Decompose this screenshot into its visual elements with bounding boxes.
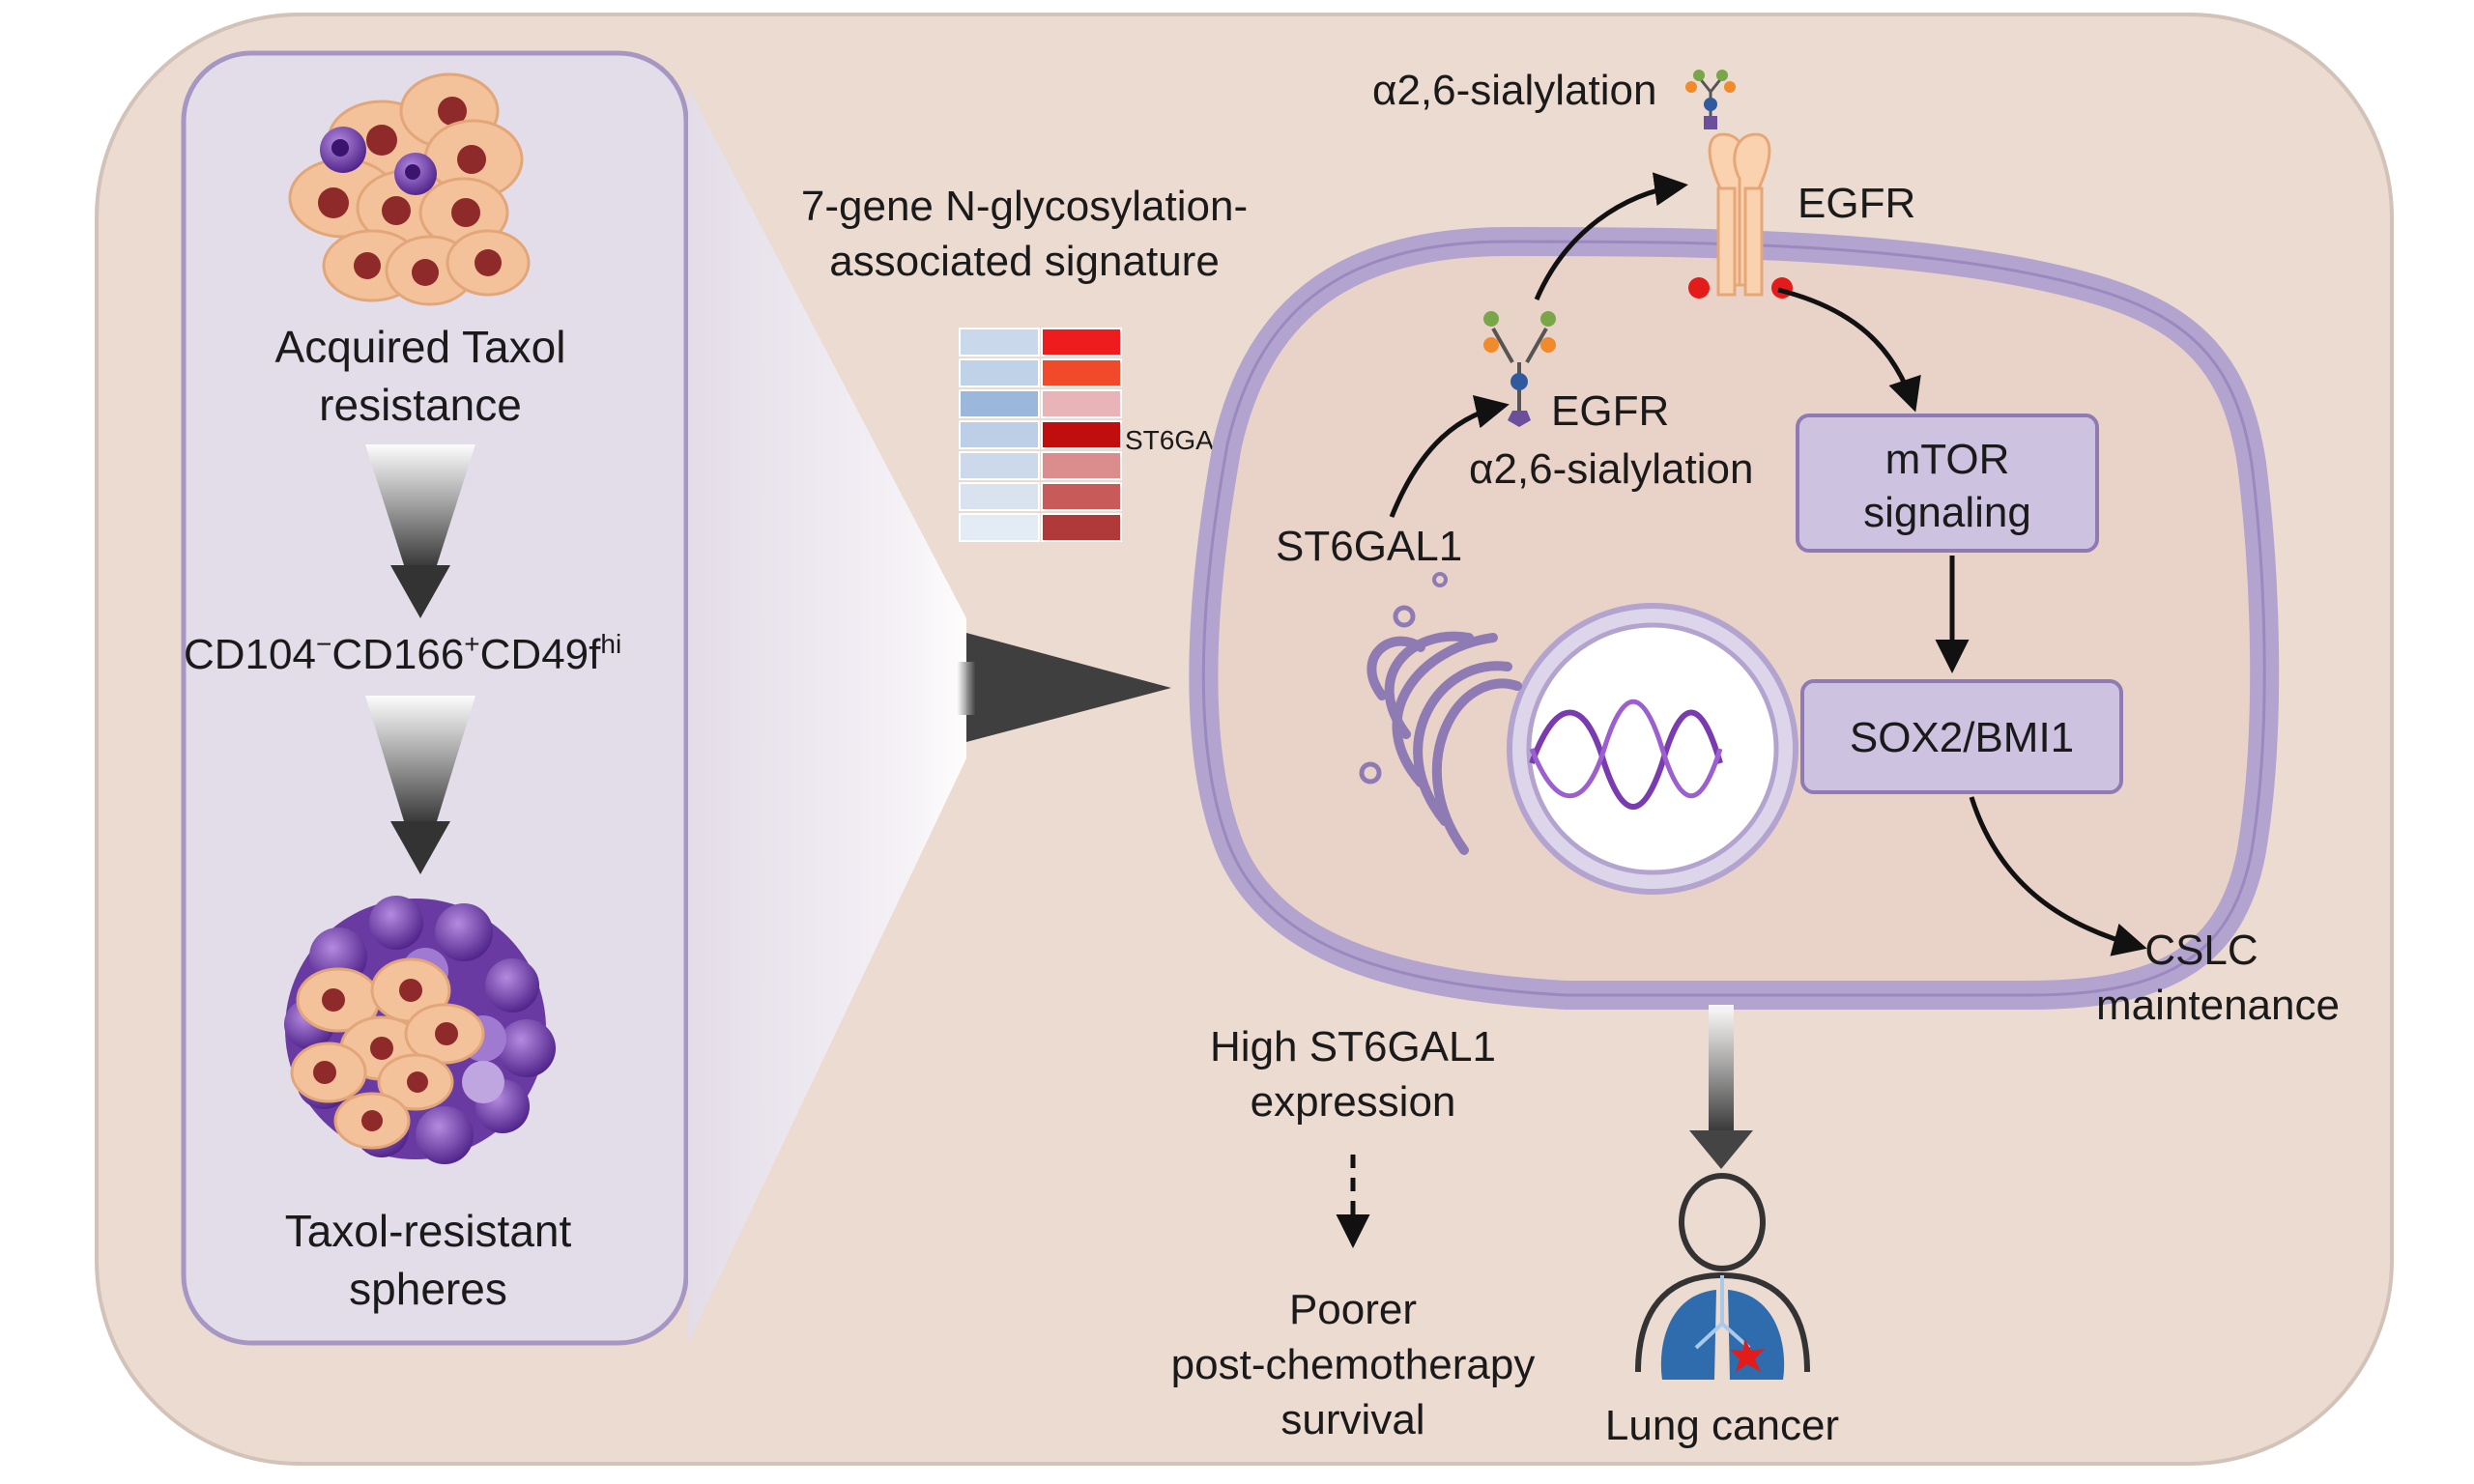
heatmap-cell-left [959, 420, 1040, 449]
high-st6gal1-line1: High ST6GAL1 [1210, 1023, 1496, 1070]
glycan-inner [1483, 311, 1556, 427]
heatmap-cell-right [1041, 482, 1122, 511]
lung-cancer-icon [1635, 1173, 1810, 1380]
label-inner-sialylation: α2,6-sialylation [1469, 445, 1753, 493]
label-st6gal1: ST6GAL1 [1276, 523, 1462, 570]
heatmap-cell-right [1041, 451, 1122, 480]
sphere-cluster [284, 896, 556, 1164]
heatmap-cell-right [1041, 358, 1122, 387]
arrow-egfr-to-mtor [1777, 287, 1921, 413]
label-spheres-line1: Taxol-resistant [285, 1206, 572, 1256]
heatmap-cell-left [959, 358, 1040, 387]
label-lung-cancer: Lung cancer [1605, 1402, 1839, 1449]
arrow-st6gal1-to-egfr [1389, 395, 1510, 518]
poorer-line1: Poorer [1289, 1286, 1417, 1333]
mtor-line2: signaling [1863, 489, 2031, 536]
cell-cluster-top [288, 72, 531, 306]
heatmap-cell-left [959, 328, 1040, 357]
poorer-line2: post-chemotherapy [1171, 1341, 1536, 1388]
down-arrow-2 [365, 696, 475, 874]
glycan-top [1685, 70, 1736, 129]
label-egfr-surface: EGFR [1798, 180, 1915, 227]
label-egfr-inner: EGFR [1551, 387, 1669, 435]
zoom-funnel [688, 87, 966, 1343]
heatmap-cell-right [1041, 420, 1122, 449]
cell-membrane-outline [1201, 240, 2266, 997]
sox2-label: SOX2/BMI1 [1850, 714, 2074, 761]
label-spheres-line2: spheres [349, 1264, 507, 1314]
mtor-box [1796, 414, 2099, 553]
label-cslc-line2: maintenance [2096, 982, 2340, 1029]
heatmap-cell-right [1041, 389, 1122, 418]
nucleus [1507, 603, 1798, 895]
arrow-egfr-to-surface [1534, 172, 1688, 300]
marker-label: CD104−CD166+CD49fhi [184, 629, 621, 678]
heatmap-cell-left [959, 389, 1040, 418]
signature-heatmap [959, 328, 1122, 542]
heatmap-cell-right [1041, 513, 1122, 542]
heatmap-cell-right [1041, 328, 1122, 357]
arrow-cell-to-lung [1689, 1005, 1753, 1169]
label-cslc-line1: CSLC [2144, 927, 2258, 974]
down-arrow-1 [365, 444, 475, 618]
funnel-arrow-shaft [957, 662, 976, 715]
high-st6gal1-line2: expression [1251, 1078, 1456, 1126]
heatmap-cell-left [959, 513, 1040, 542]
sox2-box [1800, 679, 2123, 794]
label-acquired-line2: resistance [319, 380, 522, 430]
label-top-sialylation: α2,6-sialylation [1372, 67, 1656, 114]
heatmap-cell-left [959, 451, 1040, 480]
poorer-line3: survival [1280, 1396, 1424, 1443]
arrow-sox2-to-cslc [1969, 796, 2147, 956]
mtor-line1: mTOR [1885, 436, 2010, 483]
label-acquired-line1: Acquired Taxol [275, 322, 566, 372]
golgi-apparatus [1359, 572, 1522, 855]
signature-title-line2: associated signature [829, 238, 1220, 285]
cell-membrane [1189, 226, 2280, 1010]
signature-title-line1: 7-gene N-glycosylation- [801, 183, 1248, 230]
heatmap-cell-left [959, 482, 1040, 511]
funnel-arrow-head [966, 633, 1171, 742]
egfr-surface-receptor [1688, 132, 1793, 299]
